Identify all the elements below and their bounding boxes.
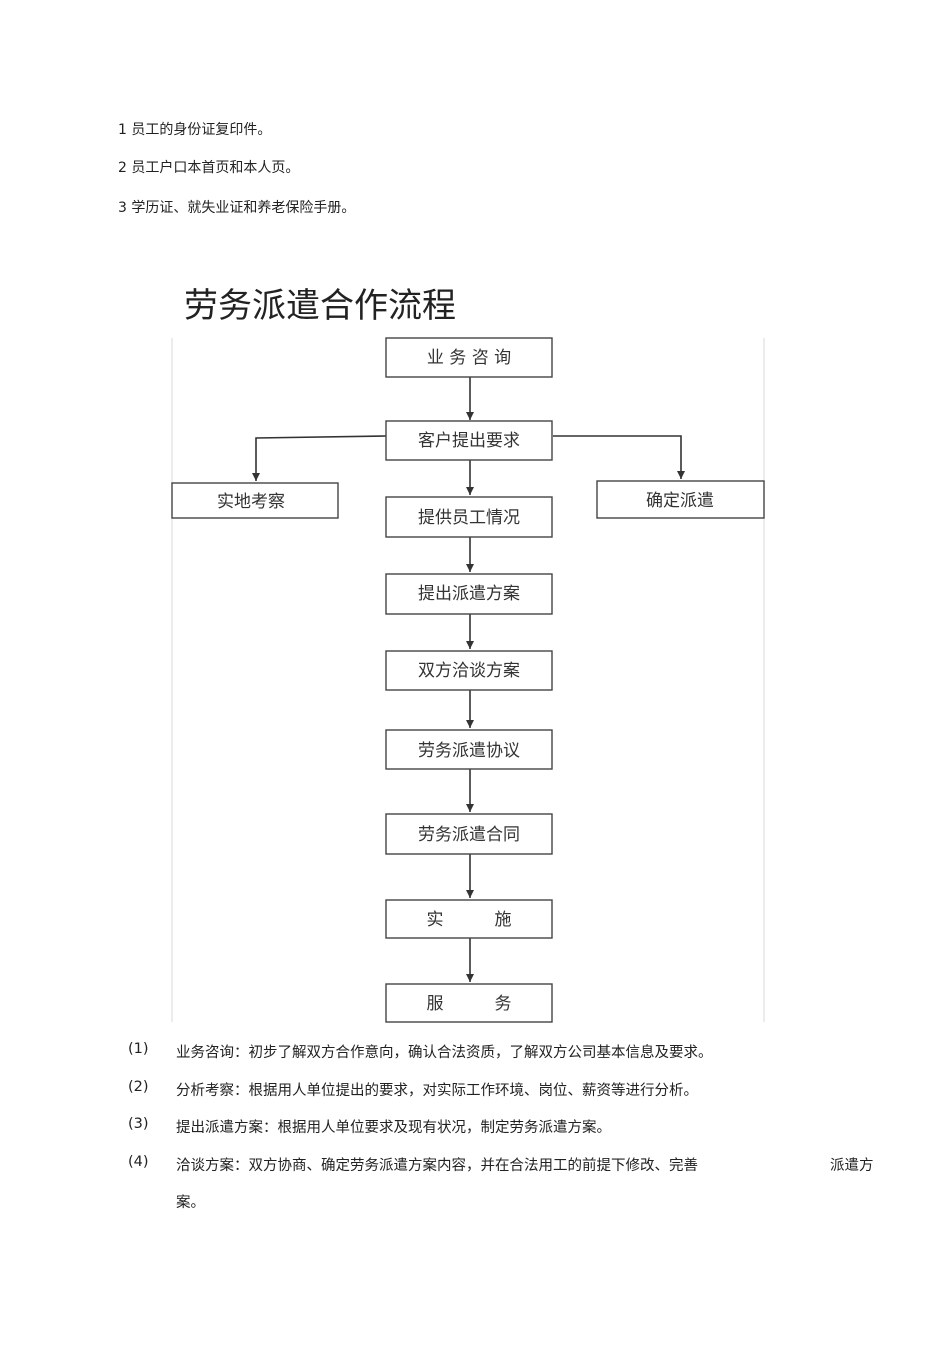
connector-right <box>553 435 685 479</box>
doc-item-1: 1 员工的身份证复印件。 <box>118 122 272 138</box>
step-box-negotiate: 双方洽谈方案 <box>385 650 553 691</box>
step-label: 实 施 <box>427 910 512 930</box>
step-label: 业 务 咨 询 <box>427 348 511 368</box>
step-label: 劳务派遣合同 <box>418 825 520 845</box>
step-label: 双方洽谈方案 <box>418 661 520 681</box>
step-description-tail: 派遣方 <box>830 1158 874 1174</box>
step-label: 提供员工情况 <box>418 508 520 528</box>
step-box-contract: 劳务派遣合同 <box>385 813 553 855</box>
step-description: 洽谈方案：双方协商、确定劳务派遣方案内容，并在合法用工的前提下修改、完善 <box>176 1158 698 1174</box>
step-box-staff-info: 提供员工情况 <box>385 496 553 538</box>
step-label: 提出派遣方案 <box>418 584 520 604</box>
step-box-service: 服 务 <box>385 983 553 1023</box>
step-box-plan: 提出派遣方案 <box>385 573 553 615</box>
step-number: (3) <box>128 1116 149 1132</box>
step-description: 分析考察：根据用人单位提出的要求，对实际工作环境、岗位、薪资等进行分析。 <box>176 1083 698 1099</box>
step-box-agreement: 劳务派遣协议 <box>385 729 553 770</box>
step-box-requirement: 客户提出要求 <box>385 420 553 461</box>
step-label: 实地考察 <box>217 492 285 512</box>
step-label: 服 务 <box>427 994 512 1014</box>
step-box-implement: 实 施 <box>385 899 553 939</box>
step-number: (1) <box>128 1041 149 1057</box>
step-number: (2) <box>128 1079 149 1095</box>
doc-item-2: 2 员工户口本首页和本人页。 <box>118 160 300 176</box>
step-description: 业务咨询：初步了解双方合作意向，确认合法资质，了解双方公司基本信息及要求。 <box>176 1045 713 1061</box>
step-label: 客户提出要求 <box>418 431 520 451</box>
step-number: (4) <box>128 1154 149 1170</box>
connector-left <box>252 435 387 481</box>
step-description-continued: 案。 <box>176 1195 205 1211</box>
step-box-site-visit: 实地考察 <box>171 482 339 519</box>
step-box-consult: 业 务 咨 询 <box>385 337 553 378</box>
flow-title: 劳务派遣合作流程 <box>184 286 456 326</box>
step-box-confirm: 确定派遣 <box>596 480 765 519</box>
doc-item-3: 3 学历证、就失业证和养老保险手册。 <box>118 200 356 216</box>
step-label: 确定派遣 <box>646 491 714 511</box>
step-label: 劳务派遣协议 <box>418 741 520 761</box>
step-description: 提出派遣方案：根据用人单位要求及现有状况，制定劳务派遣方案。 <box>176 1120 611 1136</box>
